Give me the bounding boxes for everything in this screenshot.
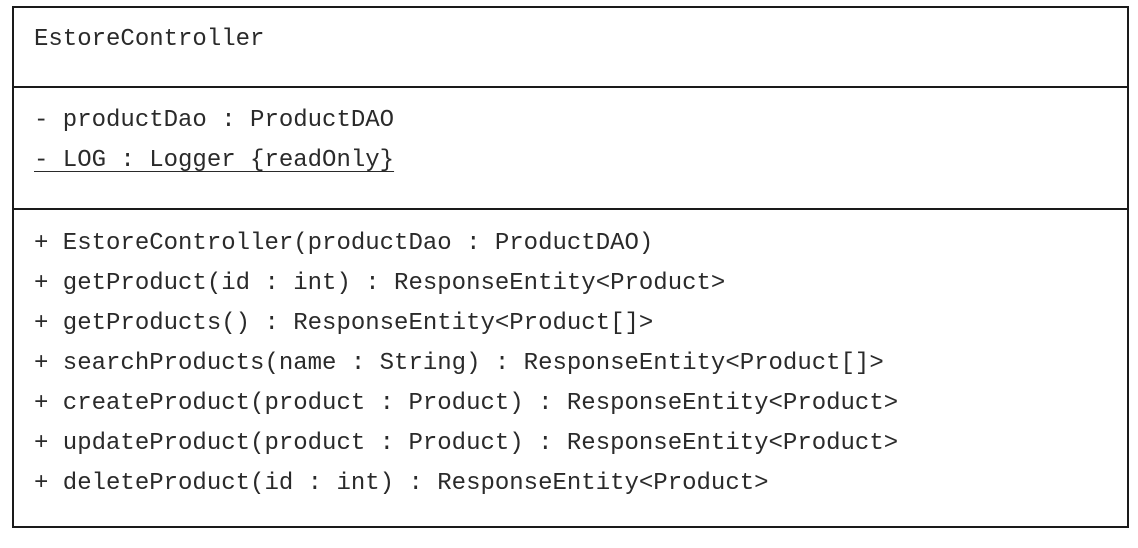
operations-compartment: + EstoreController(productDao : ProductD… [14, 210, 1127, 526]
operation-get-product: + getProduct(id : int) : ResponseEntity<… [34, 270, 726, 297]
attributes-compartment: - productDao : ProductDAO - LOG : Logger… [14, 88, 1127, 210]
class-name: EstoreController [34, 26, 265, 53]
operation-delete-product: + deleteProduct(id : int) : ResponseEnti… [34, 470, 769, 497]
uml-class-box: EstoreController - productDao : ProductD… [12, 6, 1129, 528]
attribute-log-static: - LOG : Logger {readOnly} [34, 147, 395, 174]
class-name-compartment: EstoreController [14, 8, 1127, 88]
operation-get-products: + getProducts() : ResponseEntity<Product… [34, 310, 654, 337]
operation-constructor: + EstoreController(productDao : ProductD… [34, 230, 654, 257]
operation-search-products: + searchProducts(name : String) : Respon… [34, 350, 884, 377]
operation-create-product: + createProduct(product : Product) : Res… [34, 390, 899, 417]
attribute-product-dao: - productDao : ProductDAO [34, 107, 395, 134]
operation-update-product: + updateProduct(product : Product) : Res… [34, 430, 899, 457]
